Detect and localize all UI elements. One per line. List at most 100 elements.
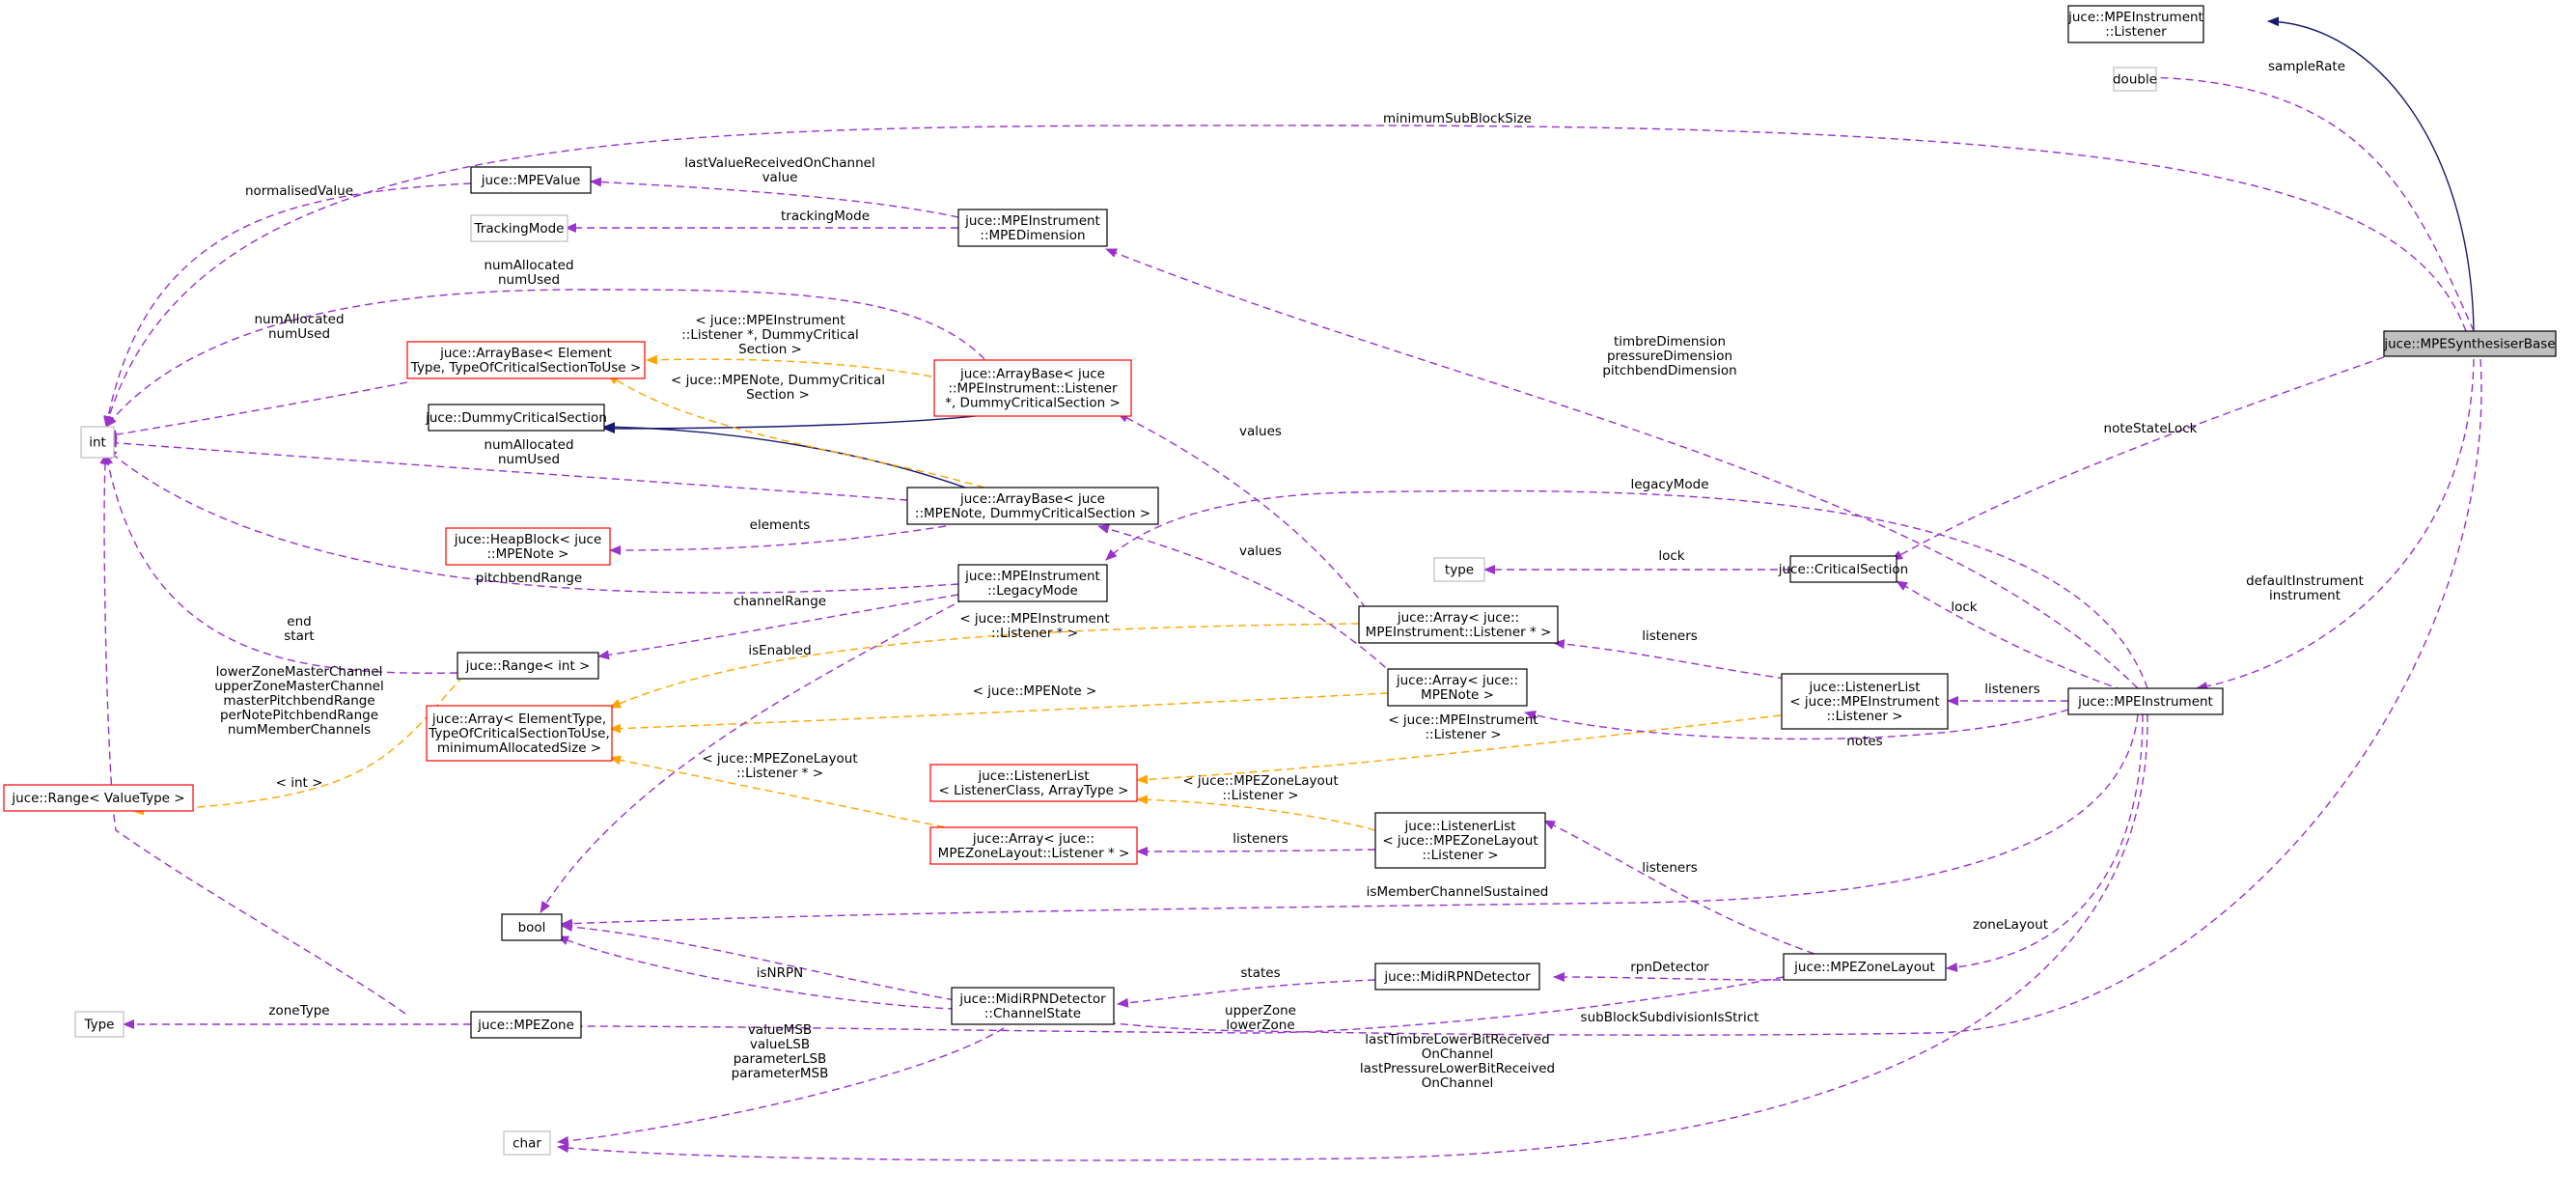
- edge-label-trackingmode: trackingMode: [781, 209, 870, 224]
- edge-legacymode-bool: [540, 598, 966, 913]
- edge-label-valuemsb: valueMSB: [748, 1022, 812, 1038]
- class-node-arraybase-note[interactable]: juce::ArrayBase< juce::MPENote, DummyCri…: [906, 487, 1159, 525]
- edge-label-endstart: end: [287, 614, 311, 629]
- class-node-listenerlist-zone[interactable]: juce::ListenerList< juce::MPEZoneLayout:…: [1374, 812, 1546, 869]
- node-box: [929, 826, 1138, 865]
- edge-label-lock2: lock: [1951, 600, 1977, 615]
- class-node-dummycs[interactable]: juce::DummyCriticalSection: [425, 404, 607, 432]
- edge-mpeinstrument-bool: [561, 713, 2139, 929]
- edge-label-tmpl-note: < juce::MPENote, DummyCritical: [671, 373, 885, 388]
- node-label: juce::Range< ValueType >: [11, 791, 184, 806]
- node-label: *, DummyCriticalSection >: [945, 396, 1121, 411]
- class-node-type-node[interactable]: type: [1433, 557, 1485, 582]
- edge-label-tmpl-instlistener2: < juce::MPEInstrument: [1388, 712, 1537, 728]
- edge-legacymode-int: [105, 448, 959, 594]
- class-node-mpevalue[interactable]: juce::MPEValue: [470, 166, 592, 194]
- edge-arraybase-note-heapblock: [609, 525, 947, 555]
- edge-label-zonechannels: upperZoneMasterChannel: [214, 679, 383, 694]
- class-node-midirpndetector[interactable]: juce::MidiRPNDetector: [1374, 963, 1540, 991]
- class-node-channelstate[interactable]: juce::MidiRPNDetector::ChannelState: [951, 987, 1115, 1025]
- node-label: juce::Array< juce::: [972, 831, 1094, 847]
- node-label: ::Listener: [2105, 24, 2167, 40]
- node-box: [80, 426, 115, 459]
- class-node-zonelayout[interactable]: juce::MPEZoneLayout: [1783, 953, 1947, 981]
- edge-tmpl-listenerlist-inst: [1136, 714, 1782, 785]
- node-box: [470, 166, 592, 194]
- class-node-array-listener[interactable]: juce::Array< juce::MPEInstrument::Listen…: [1358, 605, 1559, 644]
- node-box: [74, 1011, 125, 1038]
- edge-label-minsub: minimumSubBlockSize: [1383, 111, 1532, 126]
- class-node-rangeint[interactable]: juce::Range< int >: [457, 652, 599, 680]
- edge-label-zonechannels: numMemberChannels: [228, 722, 371, 738]
- node-label: < juce::MPEZoneLayout: [1382, 833, 1537, 849]
- node-label: juce::MPEValue: [481, 173, 581, 188]
- node-box: [470, 214, 568, 242]
- edge-label-timbre: timbreDimension: [1614, 334, 1726, 349]
- edge-label-tmpl-listener: Section >: [738, 342, 802, 357]
- node-box: [2067, 5, 2204, 43]
- class-node-listenerlist-inst[interactable]: juce::ListenerList< juce::MPEInstrument:…: [1781, 673, 1949, 730]
- edge-label-states: states: [1240, 965, 1280, 981]
- node-label: juce::ArrayBase< juce: [959, 367, 1105, 382]
- edge-label-tmpl-mpenote: < juce::MPENote >: [973, 684, 1097, 699]
- class-node-arraybase-generic[interactable]: juce::ArrayBase< ElementType, TypeOfCrit…: [406, 341, 646, 379]
- class-node-arraybase-listener[interactable]: juce::ArrayBase< juce::MPEInstrument::Li…: [933, 359, 1132, 417]
- class-node-critsection[interactable]: juce::CriticalSection: [1778, 555, 1909, 583]
- node-box: [470, 1011, 582, 1039]
- edge-inherit-arraybase-note-dummycs: [603, 422, 966, 488]
- edge-label-tmpl-zonelayout: < juce::MPEZoneLayout: [1182, 773, 1338, 789]
- edge-array-note-arraybase-note: [1097, 524, 1396, 677]
- node-label: < juce::MPEInstrument: [1789, 694, 1939, 710]
- class-node-instlistener[interactable]: juce::MPEInstrument::Listener: [2067, 5, 2204, 43]
- class-node-mpedimension[interactable]: juce::MPEInstrument::MPEDimension: [957, 209, 1108, 247]
- class-node-array-zonelistener[interactable]: juce::Array< juce::MPEZoneLayout::Listen…: [929, 826, 1138, 865]
- class-node-char[interactable]: char: [503, 1130, 551, 1156]
- node-box: [906, 487, 1159, 525]
- class-node-synth[interactable]: juce::MPESynthesiserBase: [2383, 330, 2557, 357]
- class-node-mpezone[interactable]: juce::MPEZone: [470, 1011, 582, 1039]
- node-box: [1374, 812, 1546, 869]
- node-label: int: [89, 435, 106, 451]
- node-box: [501, 913, 563, 941]
- node-box: [957, 209, 1108, 247]
- edge-label-tmpl-int: < int >: [276, 775, 323, 791]
- node-box: [2383, 330, 2557, 357]
- class-node-int[interactable]: int: [80, 426, 115, 459]
- edge-zonelayout-mpezone: [563, 976, 1785, 1034]
- edge-label-endstart: start: [284, 628, 314, 644]
- node-box: [503, 1130, 551, 1156]
- edge-label-numalloc2: numUsed: [268, 326, 330, 342]
- node-label: juce::ListenerList: [1808, 680, 1920, 695]
- edge-listenerlist-zone-array-zonelistener: [1136, 846, 1376, 856]
- class-node-array-note[interactable]: juce::Array< juce::MPENote >: [1387, 668, 1528, 707]
- edge-zonelayout-midirpndetector: [1553, 972, 1782, 983]
- edge-channelstate-bool: [557, 935, 956, 1010]
- class-node-trackingmode[interactable]: TrackingMode: [470, 214, 568, 242]
- edge-label-lasttimbre: lastTimbreLowerBitReceived: [1365, 1032, 1549, 1047]
- edge-label-defaultinst: defaultInstrument: [2246, 573, 2364, 589]
- node-label: TrackingMode: [474, 221, 565, 237]
- node-label: juce::ListenerList: [1403, 819, 1515, 834]
- node-box: [2067, 687, 2224, 715]
- class-node-heapblock[interactable]: juce::HeapBlock< juce::MPENote >: [445, 527, 611, 566]
- edge-label-listeners2: listeners: [1984, 682, 2040, 697]
- class-node-bool[interactable]: bool: [501, 913, 563, 941]
- class-node-listenerlist-generic[interactable]: juce::ListenerList< ListenerClass, Array…: [929, 764, 1138, 802]
- class-node-double[interactable]: double: [2113, 67, 2157, 92]
- edge-label-listeners1: listeners: [1642, 628, 1698, 644]
- edge-mpeinstrument-legacymode: [1105, 489, 2148, 689]
- edge-label-rpndetector: rpnDetector: [1630, 960, 1709, 975]
- edge-label-numalloc3: numAllocated: [484, 437, 573, 453]
- class-node-Type[interactable]: Type: [74, 1011, 125, 1038]
- node-label: juce::MPEZoneLayout: [1793, 960, 1935, 975]
- edge-zonelayout-listenerlist-zone: [1543, 820, 1815, 955]
- node-label: Type: [83, 1018, 114, 1033]
- edge-listenerlist-inst-array-listener: [1553, 639, 1787, 680]
- class-node-range-generic[interactable]: juce::Range< ValueType >: [3, 784, 194, 812]
- node-label: juce::ListenerList: [977, 768, 1089, 784]
- edge-label-zonechannels: lowerZoneMasterChannel: [216, 664, 383, 680]
- class-node-legacymode[interactable]: juce::MPEInstrument::LegacyMode: [957, 564, 1108, 602]
- class-node-array-generic[interactable]: juce::Array< ElementType,TypeOfCriticalS…: [426, 705, 613, 762]
- edge-label-tmpl-zonelayout: ::Listener >: [1222, 788, 1298, 803]
- class-node-mpeinstrument[interactable]: juce::MPEInstrument: [2067, 687, 2224, 715]
